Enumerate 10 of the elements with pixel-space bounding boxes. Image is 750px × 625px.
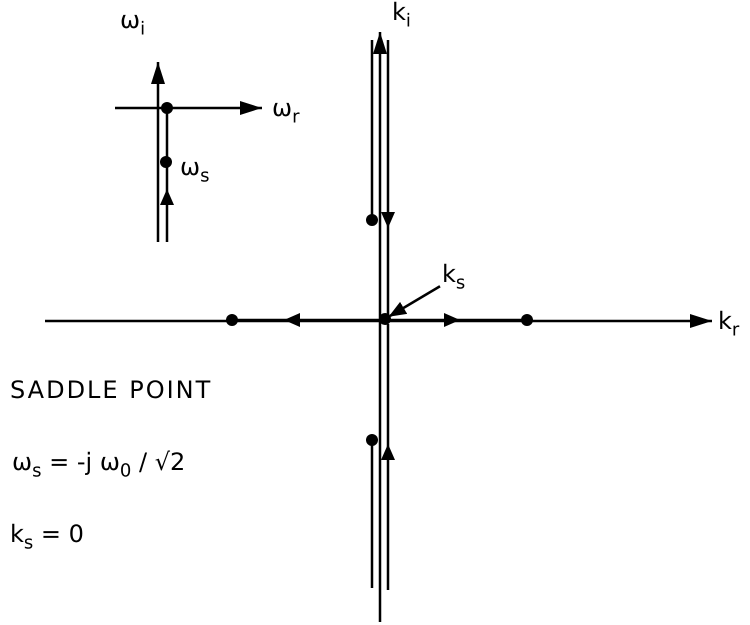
point-label: ω$_{s}$ <box>180 155 210 186</box>
leader-line <box>388 285 441 317</box>
heading-text: SADDLE POINT <box>10 378 212 402</box>
axis-label: ω$_{i}$ <box>120 8 146 38</box>
equation-text: k$_{s}$ = 0 <box>10 522 84 552</box>
axis-label: k$_{r}$ <box>718 309 740 340</box>
axis-label: k$_{i}$ <box>392 0 411 30</box>
point-label: k$_{s}$ <box>442 262 466 292</box>
axis-label: ω$_{r}$ <box>272 96 300 126</box>
equation-text: ω$_{s}$ = -j ω$_{0}$ / √2 <box>12 450 186 480</box>
